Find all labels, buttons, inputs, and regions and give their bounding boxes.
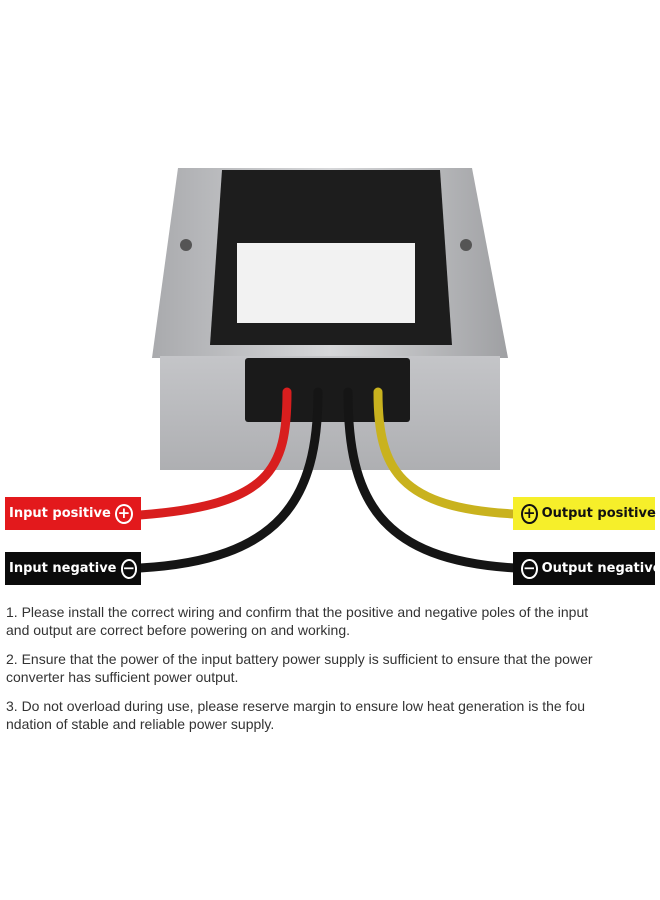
plus-icon: + xyxy=(114,503,133,524)
output-positive-text: Output positive xyxy=(541,506,656,521)
plus-icon: + xyxy=(521,503,538,524)
minus-icon: − xyxy=(521,558,538,579)
output-negative-label: − Output negative xyxy=(513,552,660,585)
instruction-3: 3. Do not overload during use, please re… xyxy=(6,698,586,732)
input-positive-label: Input positive + xyxy=(5,497,141,530)
black-input-wire xyxy=(135,387,323,573)
instructions: 1. Please install the correct wiring and… xyxy=(6,603,656,744)
blank-label xyxy=(237,243,415,323)
black-output-wire xyxy=(343,387,520,573)
wire-connector xyxy=(245,358,410,422)
input-positive-text: Input positive xyxy=(9,506,111,521)
input-negative-label: Input negative − xyxy=(5,552,141,585)
output-positive-label: + Output positive xyxy=(513,497,656,530)
yellow-wire xyxy=(373,387,520,519)
converter-illustration xyxy=(135,168,520,573)
output-negative-text: Output negative xyxy=(541,561,660,576)
minus-icon: − xyxy=(120,558,138,579)
red-wire xyxy=(135,387,292,520)
instruction-2: 2. Ensure that the power of the input ba… xyxy=(6,651,593,685)
converter-box xyxy=(152,168,508,470)
instruction-1: 1. Please install the correct wiring and… xyxy=(6,604,589,638)
input-negative-text: Input negative xyxy=(9,561,117,576)
